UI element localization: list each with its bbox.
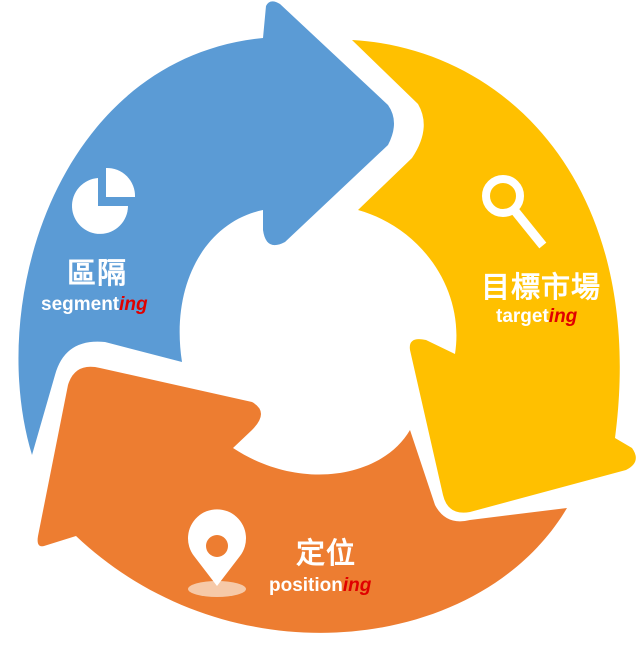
- targeting-suffix: ing: [548, 306, 578, 327]
- map-pin-icon: [188, 509, 247, 597]
- segmenting-label: segmenting: [41, 294, 148, 316]
- segmenting-suffix: ing: [119, 294, 148, 315]
- targeting-arrow: [352, 40, 636, 513]
- targeting-title: 目標市場: [481, 270, 602, 304]
- magnifier-icon: [482, 175, 547, 249]
- positioning-suffix: ing: [342, 575, 372, 596]
- positioning-title: 定位: [296, 536, 357, 570]
- positioning-arrow: [37, 366, 568, 633]
- segmenting-base: segment: [41, 294, 120, 315]
- segmenting-arrow: [18, 1, 394, 456]
- positioning-base: position: [269, 575, 343, 596]
- targeting-label: targeting: [496, 306, 577, 328]
- positioning-label: positioning: [269, 575, 371, 597]
- pie-chart-icon: [72, 167, 136, 234]
- segmenting-title: 區隔: [67, 256, 128, 290]
- targeting-base: target: [496, 306, 549, 327]
